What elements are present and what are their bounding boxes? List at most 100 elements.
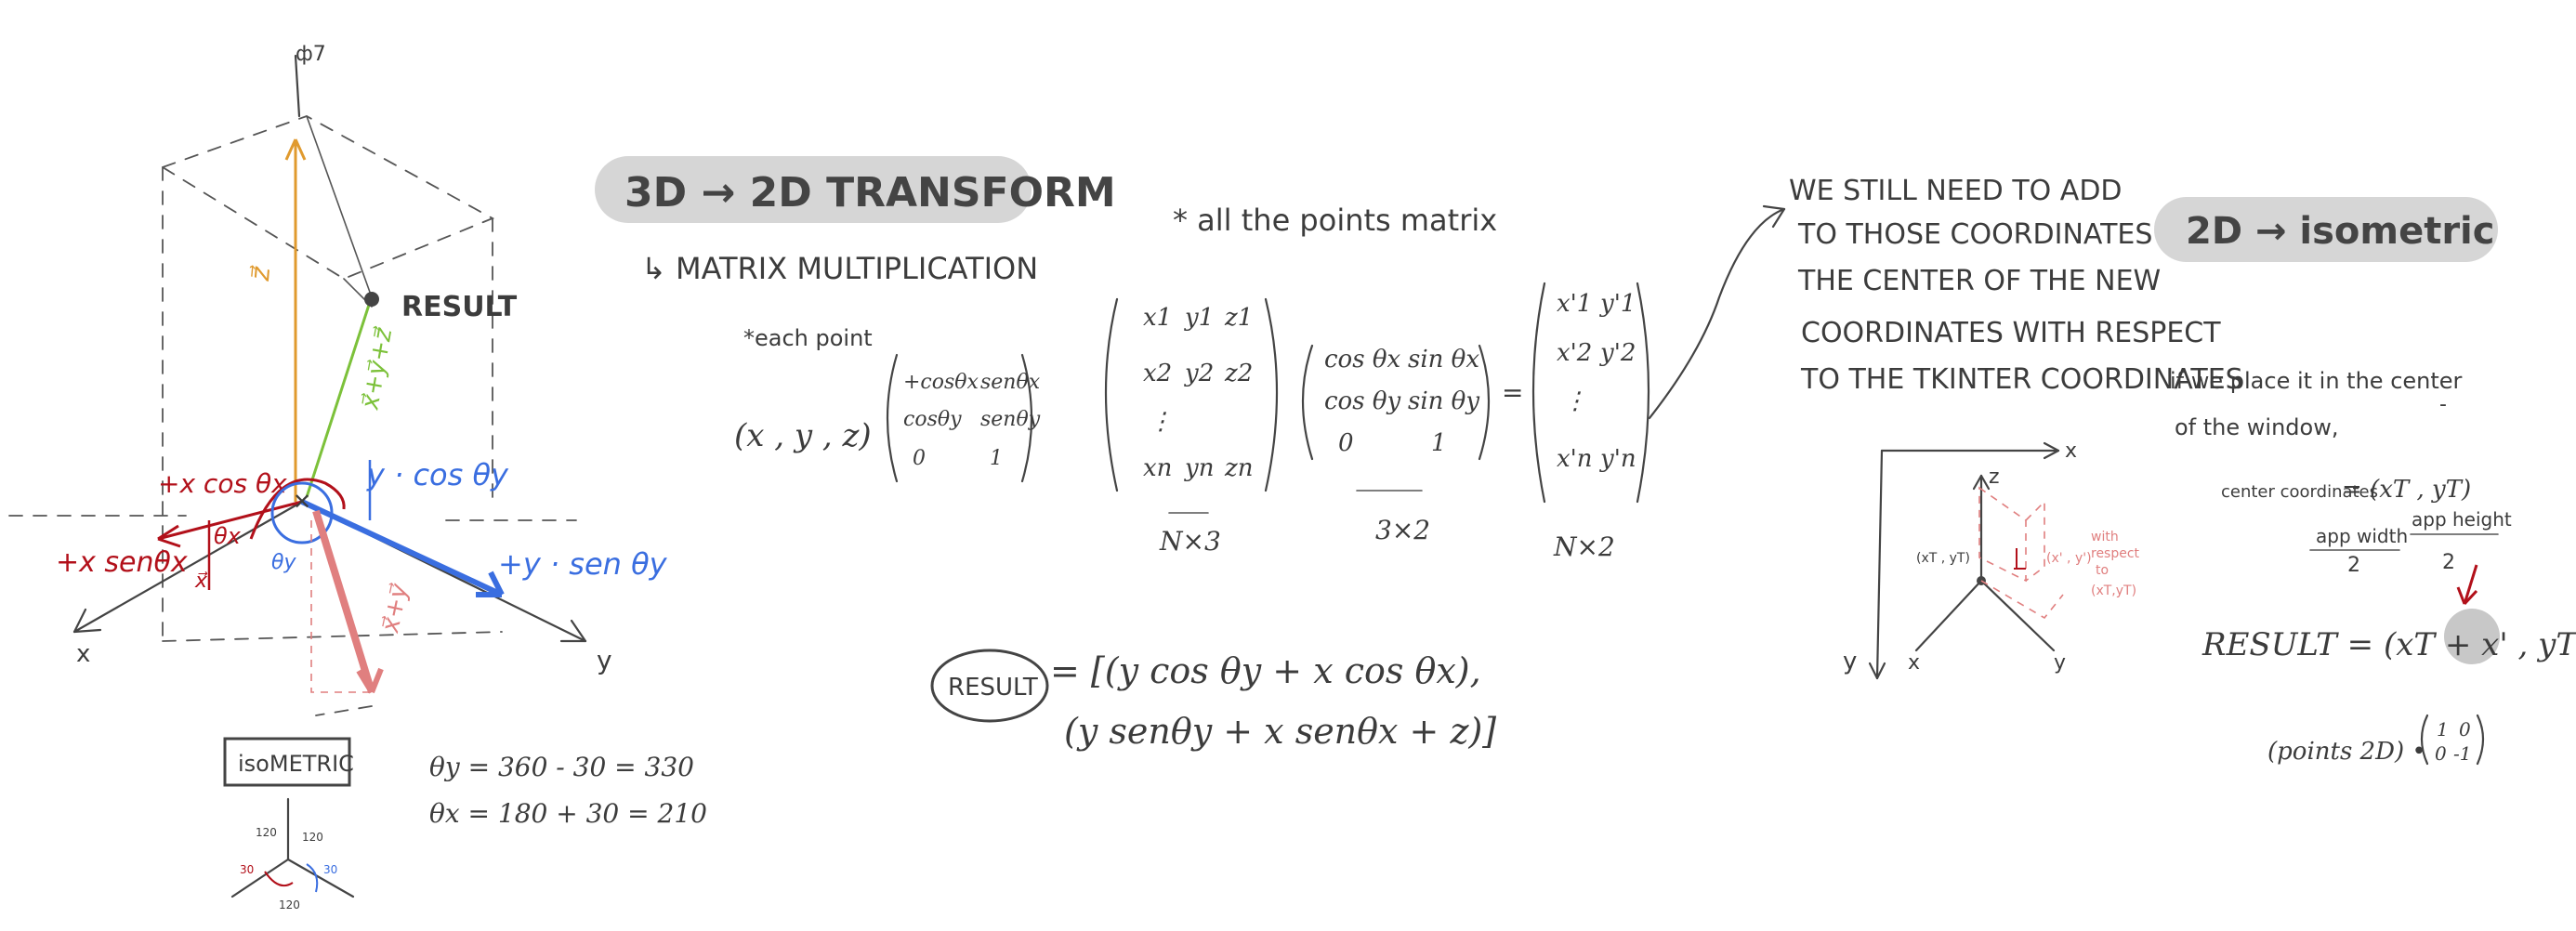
- tk-x-arrow: [2043, 441, 2060, 460]
- pts-2-0: ⋮: [1149, 408, 1173, 436]
- z-vector-arrow: [284, 138, 307, 161]
- iso-left-arc: [264, 871, 294, 886]
- flip-matrix-left-bracket: [2420, 714, 2429, 766]
- isometric-axes: [230, 797, 355, 898]
- cube-inner-edge: [306, 115, 373, 298]
- res-3-1: y'n: [1599, 445, 1636, 473]
- center-note: WE STILL NEED TO ADD TO THOSE COORDINATE…: [1789, 175, 2243, 680]
- z-vector-label: z⃗: [244, 264, 276, 282]
- theta-y-equation: θy = 360 - 30 = 330: [429, 752, 694, 782]
- iso2d-line2: of the window,: [2175, 414, 2338, 440]
- points-matrix-right-bracket: [1264, 297, 1279, 492]
- axis-diagram-3d: ф7 x y z⃗ x⃗+y⃗+z⃗ RESULT +x cos θ: [8, 43, 668, 716]
- iso-graph-red-box: [1978, 486, 2045, 583]
- xyz-vector: [305, 301, 372, 498]
- x-cos-label: +x cos θx: [158, 468, 287, 499]
- x-cos-vector: [157, 500, 303, 541]
- red-pointer-arrow: [2463, 564, 2478, 605]
- x-vector-label: x⃗: [194, 570, 208, 593]
- all-points-note: * all the points matrix: [1173, 203, 1497, 238]
- result-word: RESULT: [948, 674, 1038, 702]
- theta-x-arc: [249, 478, 346, 540]
- rot-b-2-0: 0: [1338, 429, 1354, 457]
- iso-angle-top-right: 120: [302, 831, 323, 844]
- iso-graph-point-label: (x' , y'): [2046, 551, 2092, 566]
- x-axis-arrow: [72, 608, 102, 634]
- rot-b-1-1: sin θy: [1408, 387, 1479, 415]
- result-dim: N×2: [1553, 531, 1615, 562]
- center-coords-label: center coordinates: [2221, 482, 2378, 502]
- rot-b-0-1: sin θx: [1408, 346, 1479, 374]
- transform-title: 3D → 2D TRANSFORM: [624, 169, 1116, 216]
- iso-graph-center-label: (xT , yT): [1916, 551, 1970, 566]
- rot-b-left-bracket: [1301, 344, 1314, 461]
- note-arrow-head: [1762, 204, 1786, 229]
- rot-m-1-0: cosθy: [903, 408, 962, 431]
- stray-dash: -: [2439, 393, 2447, 416]
- iso-graph-y: y: [2054, 651, 2066, 675]
- res-0-0: x'1: [1557, 290, 1592, 318]
- theta-x-label: θx: [214, 523, 242, 549]
- isometric-box: [223, 737, 351, 787]
- xy-vector-label: x⃗+y⃗: [376, 581, 414, 636]
- tk-y-axis: [1875, 449, 1884, 680]
- res-3-0: x'n: [1557, 445, 1593, 473]
- rot-m-2-1: 1: [990, 447, 1003, 470]
- rot-b-1-0: cos θy: [1324, 387, 1400, 415]
- matrix-equals: =: [1502, 377, 1523, 408]
- iso-angle-left: 30: [240, 863, 254, 876]
- result-point: [364, 292, 379, 307]
- transform-section: 3D → 2D TRANSFORM ↳ MATRIX MULTIPLICATIO…: [595, 156, 1786, 752]
- flip-matrix-right-bracket: [2476, 714, 2485, 766]
- rot-b-2-1: 1: [1431, 429, 1447, 457]
- iso2d-line1: if we place it in the center: [2170, 368, 2463, 394]
- points-2d-lhs: (points 2D) •: [2267, 738, 2426, 766]
- y-axis-label: y: [597, 645, 612, 675]
- flip-1-1: -1: [2453, 742, 2471, 765]
- pts-1-2: z2: [1224, 360, 1253, 387]
- xy-vector-arrow: [356, 667, 384, 694]
- result-formula-line2: (y senθy + x senθx + z)]: [1064, 711, 1496, 752]
- rot-dim: 3×2: [1375, 515, 1430, 545]
- rot-b-right-bracket: [1478, 344, 1491, 461]
- iso-graph-z-arrow: [1972, 474, 1991, 491]
- iso-graph-x: x: [1908, 651, 1920, 675]
- app-height-denominator: 2: [2442, 551, 2455, 574]
- lower-small-dash: [315, 705, 373, 716]
- with-respect-3: (xT,yT): [2091, 584, 2136, 598]
- app-width-label: app width: [2316, 525, 2408, 547]
- xy-guide: [310, 520, 372, 693]
- rot-matrix-left-bracket: [886, 353, 899, 483]
- iso-graph-z: z: [1989, 466, 2000, 489]
- iso-angle-bottom: 120: [279, 898, 300, 911]
- rot-m-0-0: +cosθx: [903, 371, 979, 394]
- y-sen-vector-arrow: [476, 570, 505, 597]
- note-line-3: THE CENTER OF THE NEW: [1797, 265, 2161, 297]
- result-circle: [930, 649, 1049, 723]
- res-1-0: x'2: [1557, 339, 1592, 367]
- axis-top-label: ф7: [296, 43, 326, 66]
- with-respect-0: with: [2091, 530, 2119, 544]
- highlight-circle: [2444, 609, 2500, 664]
- red-pointer-head: [2456, 586, 2478, 606]
- origin-mark: ✕: [293, 489, 311, 515]
- tk-x-label: x: [2065, 439, 2077, 463]
- pts-1-0: x2: [1143, 360, 1172, 387]
- iso-right-arc: [306, 863, 319, 893]
- tk-y-arrow: [1868, 662, 1886, 680]
- isometric-mini: isoMETRIC 120 120 120 30 30 θy = 360 - 3…: [223, 737, 707, 911]
- flip-0-1: 0: [2459, 718, 2471, 741]
- pts-3-0: xn: [1143, 454, 1172, 482]
- x-cos-vector-arrow: [157, 524, 181, 548]
- note-line-4: COORDINATES WITH RESPECT: [1801, 317, 2221, 349]
- result-formula-line1: = [(y cos θy + x cos θx),: [1050, 650, 1481, 691]
- rot-m-2-0: 0: [913, 447, 926, 470]
- iso-graph-red-marker: [2014, 548, 2026, 570]
- xyz-vector-label: x⃗+y⃗+z⃗: [356, 324, 398, 413]
- app-width-denominator: 2: [2347, 554, 2360, 577]
- theta-y-circle: [270, 481, 334, 544]
- result-matrix-right-bracket: [1636, 282, 1650, 504]
- center-coords-value: = (xT , yT): [2342, 476, 2471, 504]
- theta-x-equation: θx = 180 + 30 = 210: [429, 798, 707, 829]
